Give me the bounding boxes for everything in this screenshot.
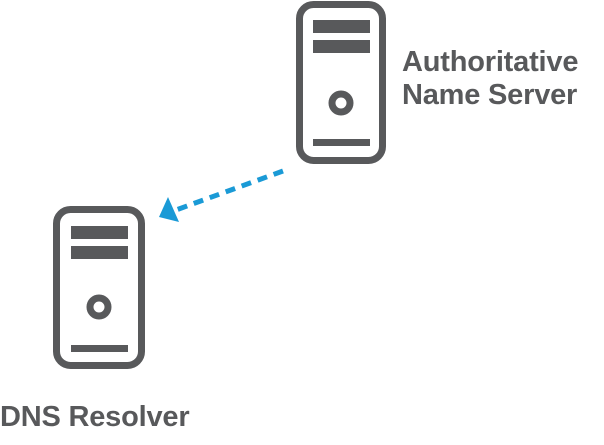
dns-resolver-label: DNS Resolver (0, 401, 190, 433)
vent-bar (313, 139, 370, 146)
resolver-server-icon (53, 206, 145, 369)
arrow-dashed-line (175, 168, 284, 213)
drive-bay-1 (313, 20, 370, 33)
label-line-1: Authoritative (402, 46, 579, 78)
response-arrow (159, 168, 284, 222)
server-case (296, 1, 386, 164)
power-button (328, 90, 354, 116)
label-line-2: Name Server (402, 79, 578, 111)
authoritative-name-server-label: Authoritative Name Server (402, 46, 578, 112)
authoritative-server-icon (296, 1, 386, 164)
drive-bay-2 (71, 246, 128, 259)
drive-bay-1 (71, 226, 128, 239)
vent-bar (71, 345, 128, 352)
drive-bay-2 (313, 40, 370, 53)
server-case (53, 206, 145, 369)
arrow-head-icon (159, 197, 179, 222)
power-button (86, 294, 112, 320)
